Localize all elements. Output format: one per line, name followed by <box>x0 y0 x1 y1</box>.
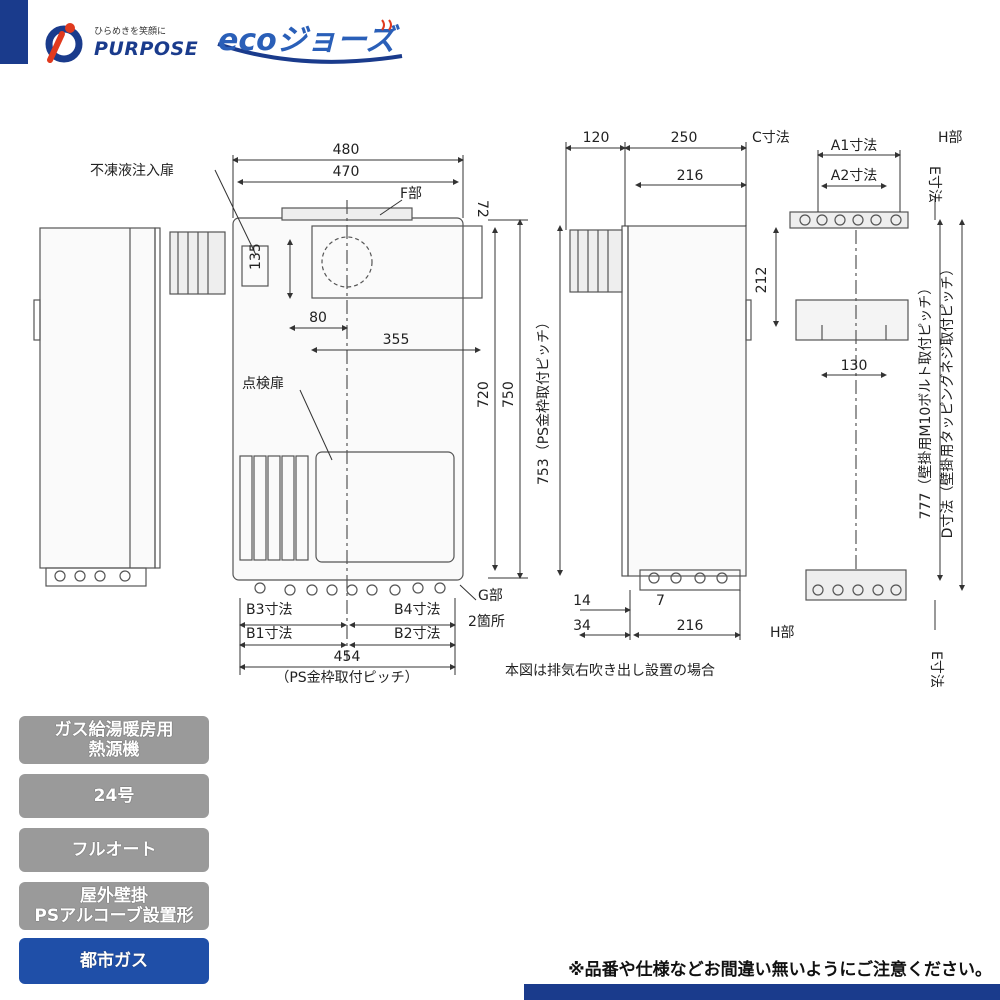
dim-454: 454 <box>334 649 361 665</box>
label-e-top: E寸法 <box>926 166 942 203</box>
dim-80: 80 <box>309 310 327 326</box>
dim-135: 135 <box>248 243 264 270</box>
technical-drawing: 480 470 不凍液注入扉 F部 72 135 80 355 720 750 … <box>33 130 965 688</box>
right-dimensions <box>773 150 965 630</box>
label-h-top: H部 <box>938 130 963 146</box>
dim-753: 753（PS金枠取付ピッチ） <box>536 315 552 485</box>
badge-capacity: 24号 <box>19 774 209 818</box>
bottom-accent-bar <box>524 984 1000 1000</box>
badge-line: 屋外壁掛 <box>80 886 148 906</box>
purpose-mark-icon <box>45 23 83 63</box>
label-d: D寸法（壁掛用タッピングネジ取付ピッチ） <box>940 262 956 539</box>
left-side-view <box>33 227 226 587</box>
dim-212: 212 <box>754 267 770 294</box>
note-exhaust: 本図は排気右吹き出し設置の場合 <box>505 663 715 679</box>
dim-250: 250 <box>671 130 698 146</box>
dim-777: 777（壁掛用M10ボルト取付ピッチ） <box>918 281 934 520</box>
label-h-bottom: H部 <box>770 625 795 641</box>
label-b4: B4寸法 <box>394 602 441 618</box>
badge-line: ガス給湯暖房用 <box>54 720 174 740</box>
dim-120: 120 <box>583 130 610 146</box>
badge-line: 熱源機 <box>88 740 140 760</box>
badge-line: PSアルコーブ設置形 <box>34 906 194 926</box>
label-f-part: F部 <box>400 186 422 202</box>
brand-tagline: ひらめきを笑顔に <box>94 27 167 37</box>
badge-line: フルオート <box>71 840 157 860</box>
middle-side-view <box>569 225 752 591</box>
eco-jozu-logo: ecoジョーズ <box>212 14 412 70</box>
badge-full-auto: フルオート <box>19 828 209 872</box>
label-b3: B3寸法 <box>246 602 293 618</box>
dim-355: 355 <box>383 332 410 348</box>
eco-jozu-logo-icon: ecoジョーズ <box>217 19 403 64</box>
purpose-logo: ひらめきを笑顔に PURPOSE <box>40 20 200 64</box>
label-g-part: G部 <box>478 588 503 604</box>
badge-line: 24号 <box>93 786 135 806</box>
badge-installation: 屋外壁掛 PSアルコーブ設置形 <box>19 882 209 930</box>
badge-city-gas: 都市ガス <box>19 938 209 984</box>
right-back-view <box>789 211 909 601</box>
dim-216-bottom: 216 <box>677 618 704 634</box>
label-inspection-door: 点検扉 <box>242 376 284 392</box>
dim-480: 480 <box>333 142 360 158</box>
front-dimensions <box>214 155 528 675</box>
label-c: C寸法 <box>752 130 790 146</box>
dim-34: 34 <box>573 618 591 634</box>
middle-dimensions <box>557 142 747 640</box>
brand-name: PURPOSE <box>94 38 199 60</box>
eco-logo-text: ecoジョーズ <box>218 23 400 58</box>
dim-720: 720 <box>476 381 492 408</box>
label-two-places: 2箇所 <box>468 613 505 630</box>
dim-14: 14 <box>573 593 591 609</box>
dim-130: 130 <box>841 358 868 374</box>
front-view <box>232 200 483 660</box>
front-labels: 480 470 不凍液注入扉 F部 72 135 80 355 720 750 … <box>90 142 517 686</box>
dim-216-top: 216 <box>677 168 704 184</box>
label-b1: B1寸法 <box>246 626 293 642</box>
dim-72: 72 <box>474 200 490 218</box>
label-a2: A2寸法 <box>831 168 877 184</box>
dim-7: 7 <box>656 593 665 609</box>
badge-line: 都市ガス <box>80 951 148 971</box>
label-b2: B2寸法 <box>394 626 441 642</box>
label-ps-pitch: （PS金枠取付ピッチ） <box>275 670 418 686</box>
dim-470: 470 <box>333 164 360 180</box>
middle-labels: 120 250 C寸法 216 753（PS金枠取付ピッチ） 14 7 34 2… <box>505 130 790 679</box>
label-e-bottom: E寸法 <box>928 651 944 688</box>
dim-750: 750 <box>501 381 517 408</box>
right-labels: A1寸法 A2寸法 H部 E寸法 212 130 777（壁掛用M10ボルト取付… <box>754 130 963 688</box>
corner-accent-bar <box>0 0 28 64</box>
label-antifreeze-door: 不凍液注入扉 <box>90 163 174 179</box>
caution-notice: ※品番や仕様などお間違い無いようにご注意ください。 <box>568 960 992 980</box>
badge-gas-heating: ガス給湯暖房用 熱源機 <box>19 716 209 764</box>
label-a1: A1寸法 <box>831 138 877 154</box>
